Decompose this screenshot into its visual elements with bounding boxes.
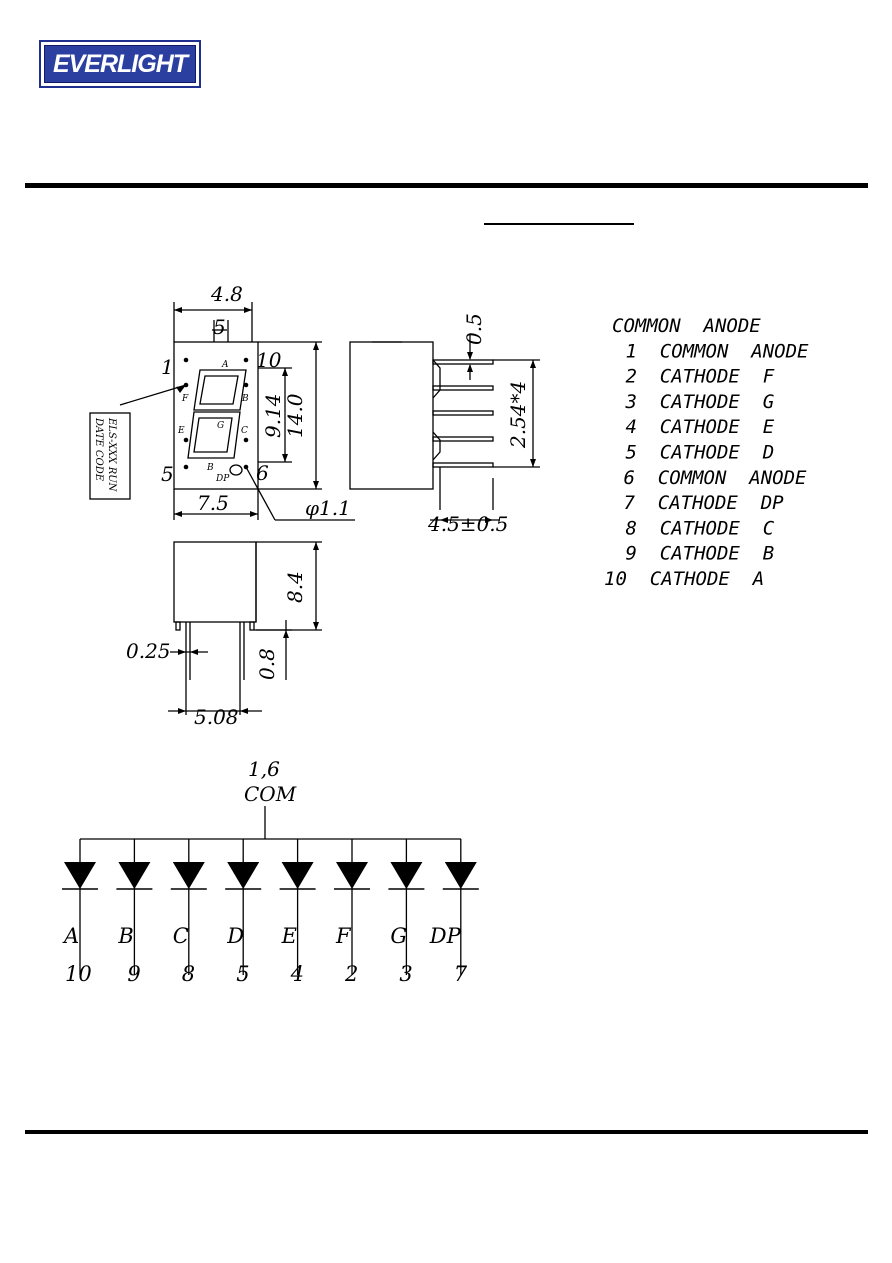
pinout-row: 8 CATHODE C (614, 517, 775, 539)
pinout-row: 9 CATHODE B (614, 543, 774, 565)
pin-label-br: 6 (256, 461, 269, 485)
diode-pin-label: 4 (290, 962, 304, 986)
pinout-row: 10 CATHODE A (604, 568, 764, 590)
diode-segment-label: B (117, 924, 133, 948)
diode-segment-label: G (390, 924, 407, 948)
diode-triangle (336, 862, 368, 889)
title-underline (484, 223, 634, 225)
circuit-com-label: COM (244, 782, 297, 806)
side-view (349, 335, 540, 510)
digit-upper-inner (199, 375, 239, 405)
diode-segment-label: F (335, 924, 352, 948)
side-pins (432, 359, 494, 468)
diode: F2 (334, 839, 370, 986)
pin-label-tr: 10 (256, 348, 282, 372)
front-body (173, 341, 259, 490)
side-body (349, 341, 434, 490)
seg-f-label: F (181, 394, 189, 404)
pinout-row: 3 CATHODE G (614, 391, 774, 413)
diode-triangle (390, 862, 423, 889)
diode-segment-label: C (173, 924, 189, 948)
dim-digit-height: 9.14 (261, 393, 285, 438)
seg-b-label: B (241, 394, 249, 404)
pinout-row: 2 CATHODE F (614, 366, 775, 388)
dim-segment: 5 (213, 315, 226, 339)
dim-bottom-height: 8.4 (283, 571, 307, 603)
bottom-rule (25, 1130, 868, 1134)
diode: C8 (170, 839, 207, 986)
dim-body-height: 14.0 (283, 393, 307, 438)
diode-segment-label: D (226, 924, 244, 948)
date-code-line2: DATE CODE (93, 417, 104, 482)
top-rule (25, 183, 868, 188)
pinout-row: 5 CATHODE D (614, 442, 774, 464)
digit-lower (187, 411, 241, 459)
diode: G3 (388, 839, 425, 986)
bottom-view (168, 541, 322, 715)
pinout-row: 1 COMMON ANODE (614, 340, 809, 362)
pinout-row: 7 CATHODE DP (612, 492, 784, 514)
diode-triangle (64, 862, 96, 889)
pinout-list: COMMON ANODE 1 COMMON ANODE 2 CATHODE F … (604, 315, 809, 590)
digit-upper (193, 369, 247, 411)
diode-pin-label: 7 (454, 962, 468, 986)
pin-label-tl: 1 (161, 355, 174, 379)
diode-segment-label: A (62, 924, 79, 948)
diode: E4 (279, 839, 316, 986)
date-code-box (89, 412, 131, 500)
dim-pin-spacing: 5.08 (194, 705, 239, 729)
diode-pin-label: 8 (182, 962, 195, 986)
diode-segment-label: DP (429, 924, 462, 948)
brand-logo: EVERLIGHT (39, 40, 201, 88)
diode-triangle (118, 862, 151, 889)
pin-label-bl: 5 (161, 462, 174, 486)
dim-hole: φ1.1 (305, 496, 351, 520)
diode-pin-label: 2 (344, 962, 358, 986)
diode: B9 (116, 839, 153, 986)
seg-d-label: B (206, 463, 214, 473)
diode-pin-label: 3 (399, 962, 412, 986)
pinout-row: 4 CATHODE E (614, 416, 775, 438)
seg-e-label: E (177, 426, 185, 436)
diode: A 10 (62, 839, 98, 986)
seg-a-label: A (221, 360, 229, 370)
diode-triangle (172, 862, 205, 889)
diode-segment-label: E (281, 924, 297, 948)
dp-circle (229, 464, 243, 476)
dim-width-top: 4.8 (210, 282, 243, 306)
pinout-row: 6 COMMON ANODE (612, 467, 807, 489)
seg-c-label: C (241, 426, 248, 436)
digit-lower-inner (193, 417, 233, 453)
diode-triangle (281, 862, 314, 889)
diode: D5 (225, 839, 262, 986)
brand-logo-text: EVERLIGHT (52, 49, 188, 78)
dim-pin-stub: 0.8 (255, 648, 279, 680)
circuit-schematic (80, 806, 461, 840)
dim-pin-width: 0.25 (126, 639, 171, 663)
diode-triangle (227, 862, 260, 889)
diode-pin-label: 5 (236, 962, 249, 986)
pinout-heading: COMMON ANODE (612, 315, 761, 337)
dim-pin-thick: 0.5 (462, 313, 486, 345)
diode: DP 7 (429, 839, 479, 986)
diode-pin-label: 10 (65, 962, 92, 986)
bottom-body (173, 541, 257, 623)
brand-logo-box: EVERLIGHT (44, 45, 196, 83)
circuit-com-pins: 1,6 (248, 757, 280, 781)
seg-dp-label: DP (215, 474, 230, 484)
date-code-line1: ELS-XXX RUN (106, 417, 117, 493)
dim-width-bottom: 7.5 (197, 491, 229, 515)
dim-length: 4.5±0.5 (427, 512, 508, 536)
diode-pin-label: 9 (127, 962, 140, 986)
diode-triangle (444, 862, 477, 889)
dim-pitch: 2.54*4 (506, 381, 530, 449)
seg-g-label: G (217, 421, 224, 431)
